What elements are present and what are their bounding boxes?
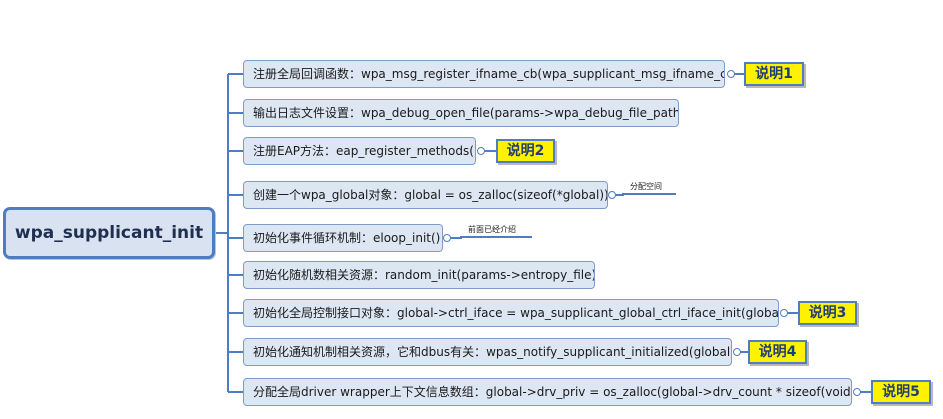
- step-node-notify: 初始化通知机制相关资源，它和dbus有关：wpas_notify_supplic…: [243, 338, 732, 366]
- note-badge-3[interactable]: 说明3: [798, 301, 857, 325]
- step-node-register-callback: 注册全局回调函数：wpa_msg_register_ifname_cb(wpa_…: [243, 60, 725, 88]
- step-node-debug-file: 输出日志文件设置：wpa_debug_open_file(params->wpa…: [243, 99, 679, 127]
- collapse-dot[interactable]: [443, 234, 451, 242]
- note-badge-4[interactable]: 说明4: [748, 340, 807, 364]
- step-node-eap-methods: 注册EAP方法：eap_register_methods(): [243, 137, 476, 165]
- collapse-dot[interactable]: [477, 147, 485, 155]
- callout-introduced: 前面已经介绍: [460, 225, 532, 238]
- collapse-dot[interactable]: [780, 309, 788, 317]
- note-badge-5[interactable]: 说明5: [871, 380, 931, 404]
- step-node-global-alloc: 创建一个wpa_global对象：global = os_zalloc(size…: [243, 181, 608, 209]
- callout-alloc-space: 分配空间: [622, 182, 676, 195]
- step-node-ctrl-iface: 初始化全局控制接口对象：global->ctrl_iface = wpa_sup…: [243, 299, 779, 327]
- step-node-random-init: 初始化随机数相关资源：random_init(params->entropy_f…: [243, 261, 595, 289]
- step-node-eloop-init: 初始化事件循环机制：eloop_init(): [243, 224, 443, 252]
- root-node: wpa_supplicant_init: [3, 207, 215, 259]
- note-badge-1[interactable]: 说明1: [744, 62, 804, 86]
- collapse-dot[interactable]: [733, 348, 741, 356]
- note-badge-2[interactable]: 说明2: [496, 139, 555, 163]
- collapse-dot[interactable]: [853, 388, 861, 396]
- collapse-dot[interactable]: [608, 191, 616, 199]
- step-node-driver-wrapper: 分配全局driver wrapper上下文信息数组：global->drv_pr…: [243, 378, 852, 406]
- collapse-dot[interactable]: [727, 70, 735, 78]
